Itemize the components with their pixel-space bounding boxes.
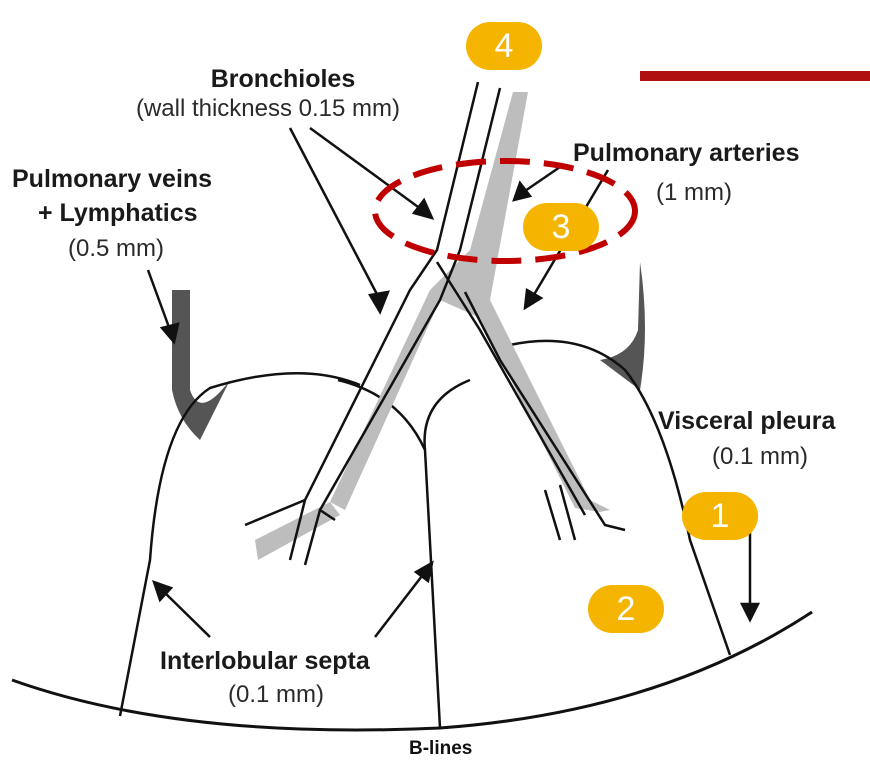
lymphatics-title: + Lymphatics [38,200,198,228]
interlobular-septa-title: Interlobular septa [160,648,370,676]
pleura-curve [12,612,812,730]
badge-1: 1 [682,492,758,540]
badge-4: 4 [466,22,542,70]
red-bar [640,71,870,81]
badge-3: 3 [523,203,599,251]
left-vein [172,290,230,440]
pulmonary-veins-title: Pulmonary veins [12,166,212,194]
pulmonary-arteries-title: Pulmonary arteries [573,140,800,168]
center-lobule-right [425,380,470,450]
interlobular-septa-subtitle: (0.1 mm) [228,682,324,708]
visceral-pleura-subtitle: (0.1 mm) [712,444,808,470]
pulmonary-veins-subtitle: (0.5 mm) [68,236,164,262]
pulmonary-arteries-subtitle: (1 mm) [656,180,732,206]
bronchioles-subtitle: (wall thickness 0.15 mm) [103,96,433,122]
badge-2: 2 [588,585,664,633]
bronchioles-title: Bronchioles [183,66,383,94]
b-lines-caption: B-lines [409,738,472,760]
right-vein [600,262,645,390]
visceral-pleura-title: Visceral pleura [658,408,835,436]
